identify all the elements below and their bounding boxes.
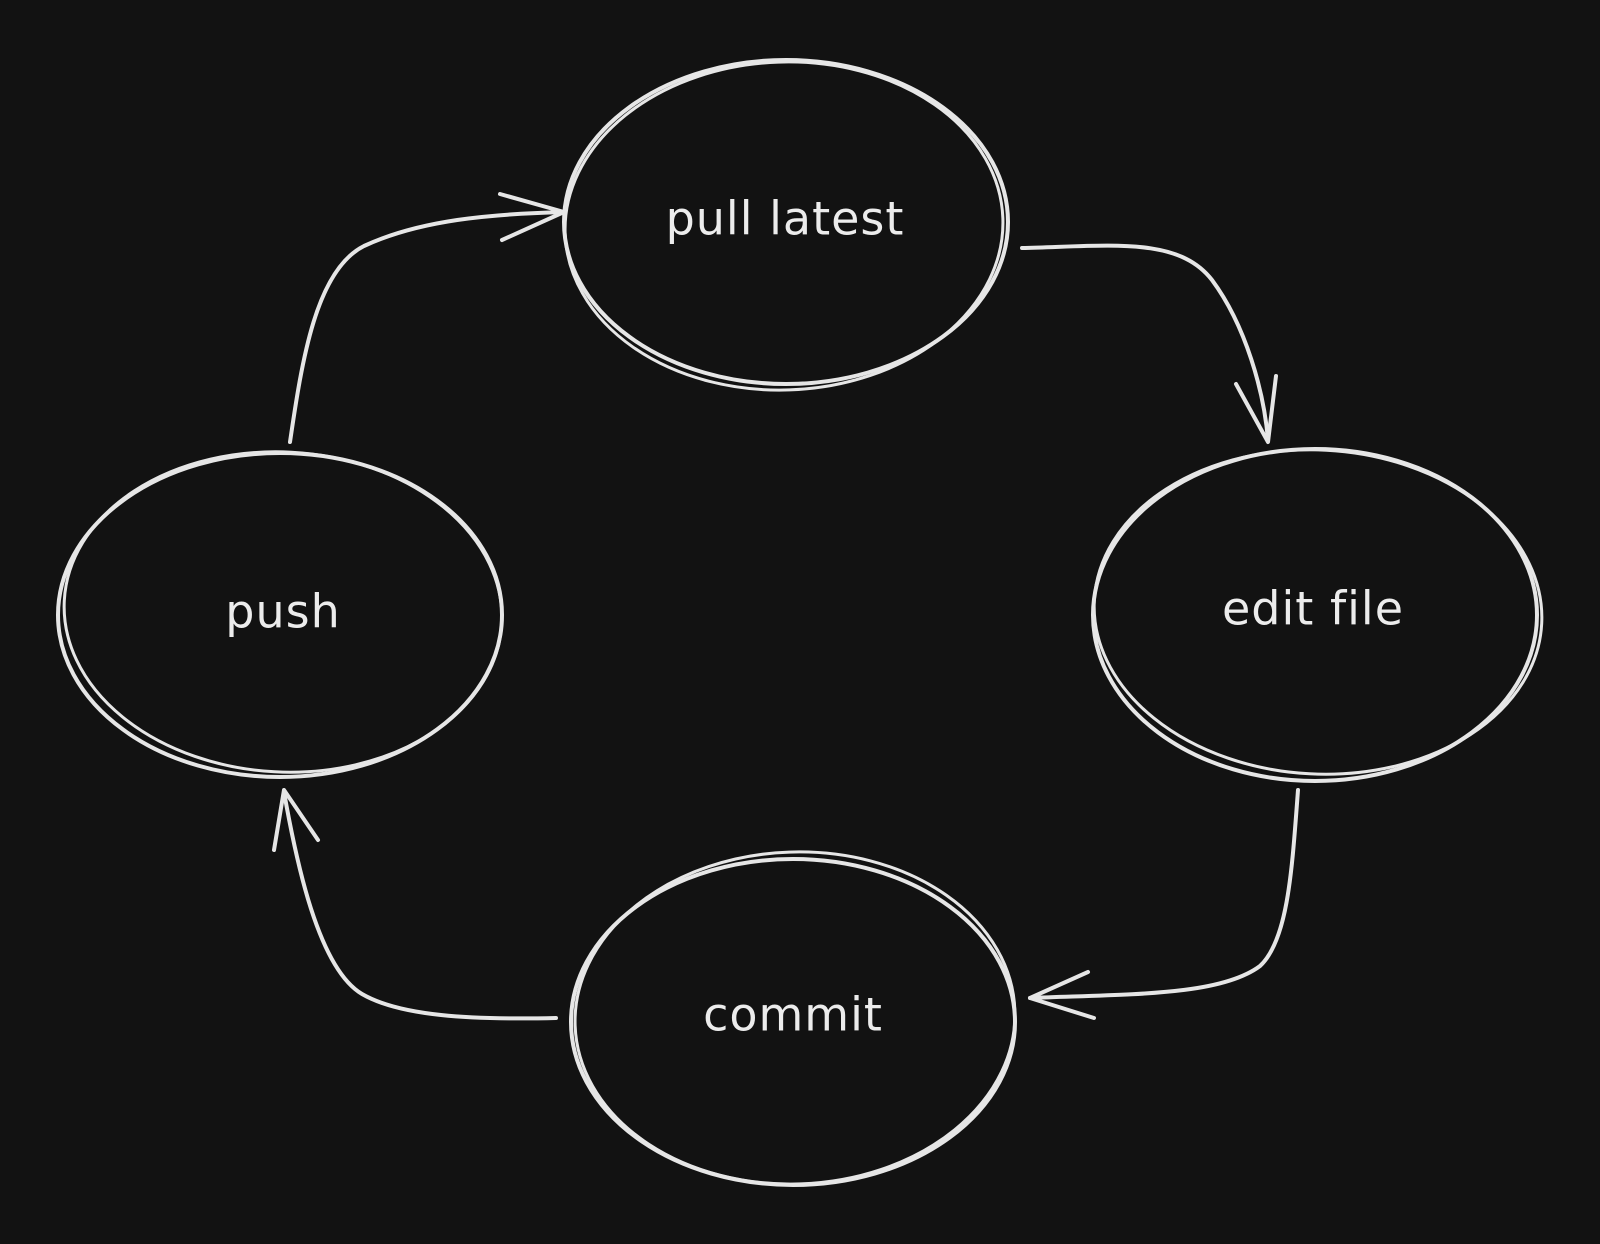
edge-pull-to-edit [1020,243,1278,444]
node-push-label: push [225,585,340,639]
node-commit[interactable]: commit [569,844,1020,1191]
edge-commit-to-push-line [282,790,558,1021]
node-pull-latest-label: pull latest [666,192,905,246]
node-edit-file[interactable]: edit file [1086,438,1550,785]
node-pull-latest[interactable]: pull latest [559,54,1010,397]
node-push-outline-sketch [62,450,504,774]
node-edit-file-outline-sketch [1092,448,1544,776]
edge-edit-to-commit-arrowhead [1028,970,1096,1020]
edge-push-to-pull [288,192,566,444]
edge-push-to-pull-line [288,210,566,444]
node-commit-label: commit [703,988,883,1042]
edge-commit-to-push-arrowhead [272,788,320,852]
edge-pull-to-edit-line [1020,243,1270,442]
edge-commit-to-push [272,788,558,1021]
node-push[interactable]: push [56,441,510,783]
edge-edit-to-commit [1028,788,1300,1020]
edge-pull-to-edit-arrowhead [1234,374,1278,444]
node-commit-outline-sketch [573,850,1017,1186]
edge-edit-to-commit-line [1028,788,1300,1000]
node-edit-file-label: edit file [1222,582,1404,636]
edge-push-to-pull-arrowhead [498,192,566,242]
node-pull-latest-outline-sketch [563,60,1005,392]
